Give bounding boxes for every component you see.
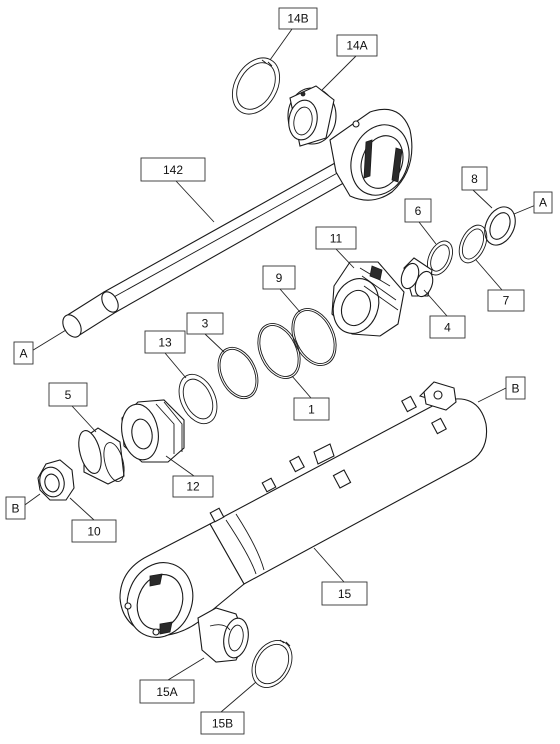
callout-15B: 15B: [200, 711, 245, 735]
callout-7: 7: [487, 289, 525, 312]
callout-label: 12: [186, 480, 200, 494]
callout-4: 4: [429, 315, 466, 339]
barrel-eye-bushing: [197, 607, 249, 663]
callout-10: 10: [71, 519, 117, 543]
callout-label: 14B: [287, 12, 308, 26]
callout-B-right: B: [505, 376, 526, 400]
callout-label: A: [19, 347, 27, 361]
callout-label: 13: [158, 336, 172, 350]
seal-8: [484, 206, 516, 246]
callout-label: B: [511, 382, 519, 396]
rod-eye-bushing: [287, 85, 337, 147]
callout-label: 10: [87, 525, 101, 539]
wear-ring-5: [78, 427, 125, 485]
callout-label: 11: [330, 232, 343, 246]
callout-13: 13: [144, 330, 186, 354]
callout-A-left: A: [13, 341, 34, 365]
callout-label: A: [539, 196, 547, 210]
callout-1: 1: [293, 397, 330, 421]
o-ring-9: [291, 308, 337, 366]
callout-14A: 14A: [336, 34, 378, 57]
callout-label: 15B: [212, 717, 233, 731]
callout-15: 15: [321, 581, 368, 606]
callout-label: 7: [503, 294, 510, 308]
piston-12: [121, 399, 185, 463]
callout-label: 1: [308, 403, 315, 417]
callout-label: 6: [415, 204, 422, 218]
ring-3: [217, 346, 259, 400]
ring-6: [427, 240, 453, 276]
callout-B-left: B: [5, 496, 26, 520]
cylinder-barrel: [119, 381, 488, 638]
callout-12: 12: [172, 475, 214, 498]
snap-ring-rod: [231, 57, 281, 115]
gland-11: [331, 261, 405, 337]
callout-label: 3: [202, 317, 209, 331]
callout-142: 142: [140, 157, 206, 182]
leader-lines: [21, 28, 544, 713]
callout-A-top: A: [533, 191, 553, 214]
callout-3: 3: [186, 312, 224, 335]
seal-13: [178, 373, 218, 425]
callout-label: 5: [65, 388, 72, 402]
callout-15A: 15A: [139, 679, 195, 704]
callout-5: 5: [48, 382, 88, 407]
snap-ring-barrel: [251, 639, 293, 688]
o-ring-1: [257, 323, 301, 379]
callout-label: B: [11, 502, 19, 516]
callout-label: 142: [163, 163, 183, 177]
nut-10: [37, 459, 75, 501]
callout-label: 14A: [346, 39, 367, 53]
callout-label: 8: [471, 172, 478, 186]
callout-11: 11: [315, 226, 357, 250]
callout-label: 9: [276, 271, 283, 285]
bushing-4: [400, 257, 434, 298]
callout-6: 6: [404, 198, 432, 223]
callout-label: 15A: [156, 685, 177, 699]
callout-label: 4: [444, 321, 451, 335]
callout-14B: 14B: [278, 7, 318, 30]
piston-rod: [62, 108, 413, 338]
callout-label: 15: [338, 587, 352, 601]
callout-8: 8: [461, 166, 488, 191]
ring-7: [458, 224, 488, 264]
callout-9: 9: [262, 265, 296, 290]
